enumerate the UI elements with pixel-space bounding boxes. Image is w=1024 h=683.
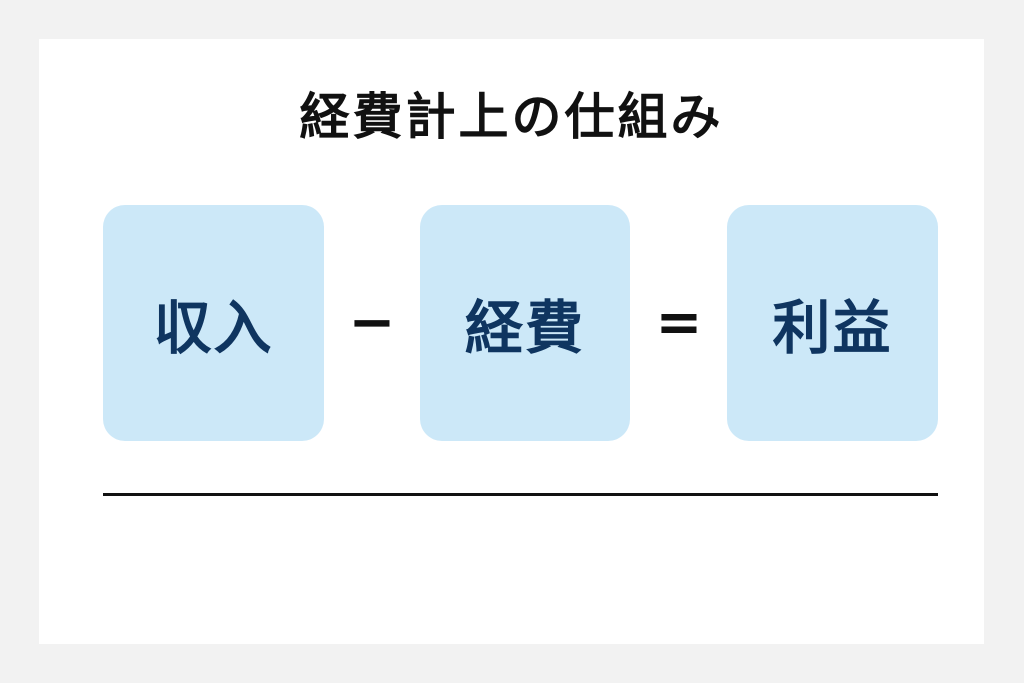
income-label: 収入: [153, 294, 274, 362]
profit-box: 利益: [727, 205, 938, 441]
expense-box: 経費: [420, 205, 630, 441]
profit-label: 利益: [772, 294, 893, 362]
diagram-card: 経費計上の仕組み 収入 − 経費 = 利益: [39, 39, 984, 644]
expense-label: 経費: [464, 294, 585, 362]
divider-line: [103, 493, 938, 496]
minus-operator: −: [348, 290, 396, 355]
equals-operator: =: [655, 290, 703, 355]
income-box: 収入: [103, 205, 324, 441]
diagram-title: 経費計上の仕組み: [299, 88, 724, 146]
